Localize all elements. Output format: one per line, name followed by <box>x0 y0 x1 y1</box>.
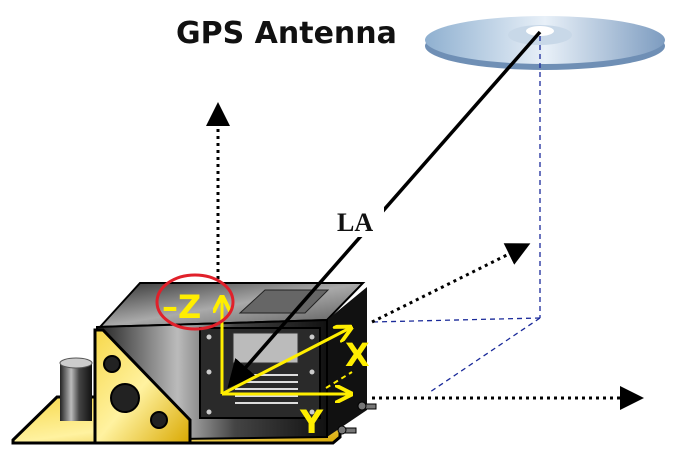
lever-arm-label: LA <box>337 208 373 237</box>
body-frame-axes <box>222 298 352 394</box>
gps-antenna-disk <box>425 16 665 70</box>
z-axis-highlight-circle <box>155 273 235 331</box>
lever-arm-label-bg <box>332 203 384 237</box>
reference-dotted-axes <box>206 102 644 410</box>
x-axis-label: X <box>345 336 370 374</box>
lever-arm-vector <box>227 30 542 389</box>
gps-antenna-title: GPS Antenna <box>176 16 397 51</box>
projection-dashed-lines <box>371 36 541 393</box>
y-axis-label: Y <box>299 403 324 441</box>
